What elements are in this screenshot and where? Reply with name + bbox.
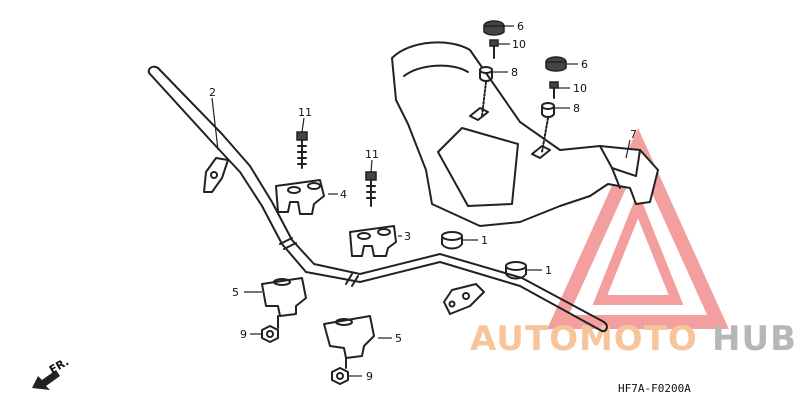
front-label: FR. (47, 355, 71, 376)
nut-right[interactable] (331, 367, 349, 385)
callout-11-right: 11 (365, 148, 379, 161)
handlebar-cover[interactable] (391, 41, 659, 227)
watermark-brand-right: HUB (712, 319, 797, 359)
handlebar[interactable] (147, 65, 608, 332)
callout-5-right: 5 (395, 332, 402, 345)
collar-right[interactable] (541, 102, 555, 153)
leader-lines (211, 25, 631, 377)
bolt-upper-left[interactable] (296, 131, 308, 169)
callout-6-left: 6 (517, 20, 524, 33)
callout-6-right: 6 (581, 58, 588, 71)
watermark: AUTOMOTO HUB (470, 128, 797, 359)
callout-8-left: 8 (511, 66, 518, 79)
callout-7: 7 (630, 128, 637, 141)
upper-holder-right[interactable] (349, 225, 397, 257)
callout-10-right: 10 (573, 82, 587, 95)
callouts: 2 11 11 4 3 1 1 5 5 9 9 6 10 8 6 10 8 7 (209, 20, 637, 383)
front-direction-marker: FR. (32, 355, 71, 390)
collar-left[interactable] (479, 66, 493, 117)
callout-10-left: 10 (512, 38, 526, 51)
cap-left[interactable] (483, 20, 505, 36)
arrow-left-icon (32, 370, 60, 390)
lower-holder-left[interactable] (261, 277, 307, 329)
callout-1-lower: 1 (545, 264, 552, 277)
callout-9-left: 9 (240, 328, 247, 341)
upper-holder-left[interactable] (275, 179, 325, 215)
rubber-right[interactable] (505, 261, 527, 280)
callout-8-right: 8 (573, 102, 580, 115)
nut-left[interactable] (261, 325, 279, 343)
callout-3: 3 (404, 230, 411, 243)
rubber-left[interactable] (441, 231, 463, 250)
bolt-upper-right[interactable] (365, 171, 377, 207)
callout-2: 2 (209, 86, 216, 99)
screw-left[interactable] (489, 39, 499, 59)
callout-11-left: 11 (298, 106, 312, 119)
callout-4: 4 (340, 188, 347, 201)
diagram-code: HF7A-F0200A (618, 382, 691, 395)
screw-right[interactable] (549, 81, 559, 99)
callout-9-right: 9 (366, 370, 373, 383)
callout-5-left: 5 (232, 286, 239, 299)
callout-1-upper: 1 (481, 234, 488, 247)
cap-right[interactable] (545, 56, 567, 72)
lower-holder-right[interactable] (323, 315, 375, 369)
watermark-brand-left: AUTOMOTO (470, 319, 698, 359)
